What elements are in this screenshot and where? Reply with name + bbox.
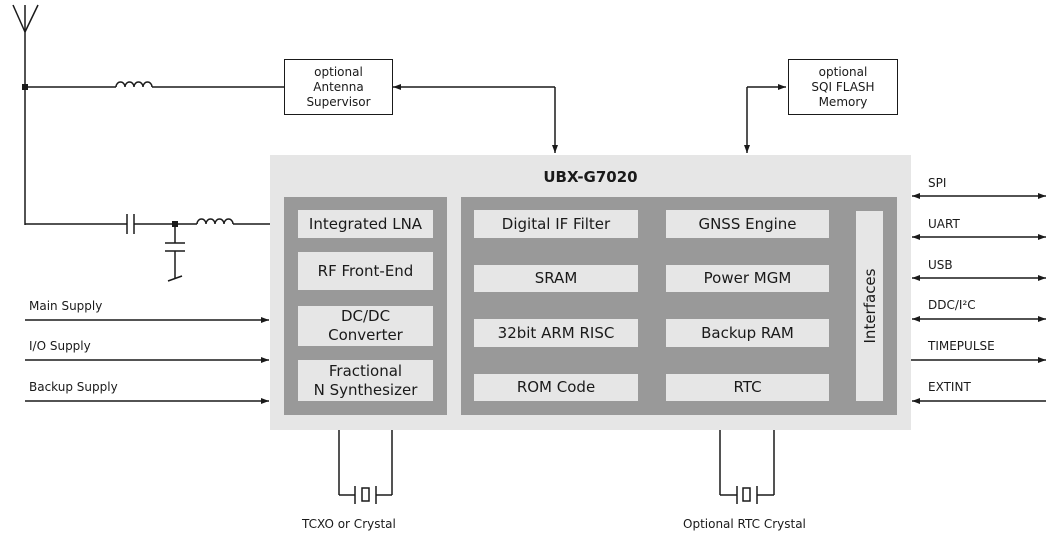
label-ddc-i2c: DDC/I²C: [928, 298, 976, 312]
block-fractional-n-synthesizer: Fractional N Synthesizer: [298, 360, 433, 401]
antenna-supervisor-box: optional Antenna Supervisor: [284, 59, 393, 115]
label-spi: SPI: [928, 176, 947, 190]
antenna-icon: [12, 4, 39, 225]
crystal-icon: [338, 430, 393, 504]
label-usb: USB: [928, 258, 953, 272]
inductor-icon: [25, 81, 284, 88]
label-timepulse: TIMEPULSE: [928, 339, 995, 353]
inductor-icon: [196, 218, 270, 225]
block-gnss-engine: GNSS Engine: [666, 210, 829, 238]
label-rtc-crystal: Optional RTC Crystal: [683, 517, 806, 531]
block-rtc: RTC: [666, 374, 829, 401]
shunt-capacitor-icon: [165, 224, 185, 282]
block-sram: SRAM: [474, 265, 638, 292]
chip-title: UBX-G7020: [543, 168, 638, 186]
label-uart: UART: [928, 217, 960, 231]
block-dc-dc-converter: DC/DC Converter: [298, 306, 433, 346]
block-rf-front-end: RF Front-End: [298, 252, 433, 290]
label-backup-supply: Backup Supply: [29, 380, 118, 394]
crystal-icon: [719, 430, 775, 504]
label-extint: EXTINT: [928, 380, 971, 394]
block-backup-ram: Backup RAM: [666, 319, 829, 347]
block-integrated-lna: Integrated LNA: [298, 210, 433, 238]
block-power-mgm: Power MGM: [666, 265, 829, 292]
block-digital-if-filter: Digital IF Filter: [474, 210, 638, 238]
label-io-supply: I/O Supply: [29, 339, 91, 353]
interfaces-label: Interfaces: [860, 268, 879, 344]
sqi-flash-box: optional SQI FLASH Memory: [788, 59, 898, 115]
label-main-supply: Main Supply: [29, 299, 103, 313]
block-rom-code: ROM Code: [474, 374, 638, 401]
block-interfaces: Interfaces: [856, 211, 883, 401]
block-arm-risc: 32bit ARM RISC: [474, 319, 638, 347]
capacitor-icon: [25, 214, 197, 234]
label-tcxo-crystal: TCXO or Crystal: [302, 517, 396, 531]
